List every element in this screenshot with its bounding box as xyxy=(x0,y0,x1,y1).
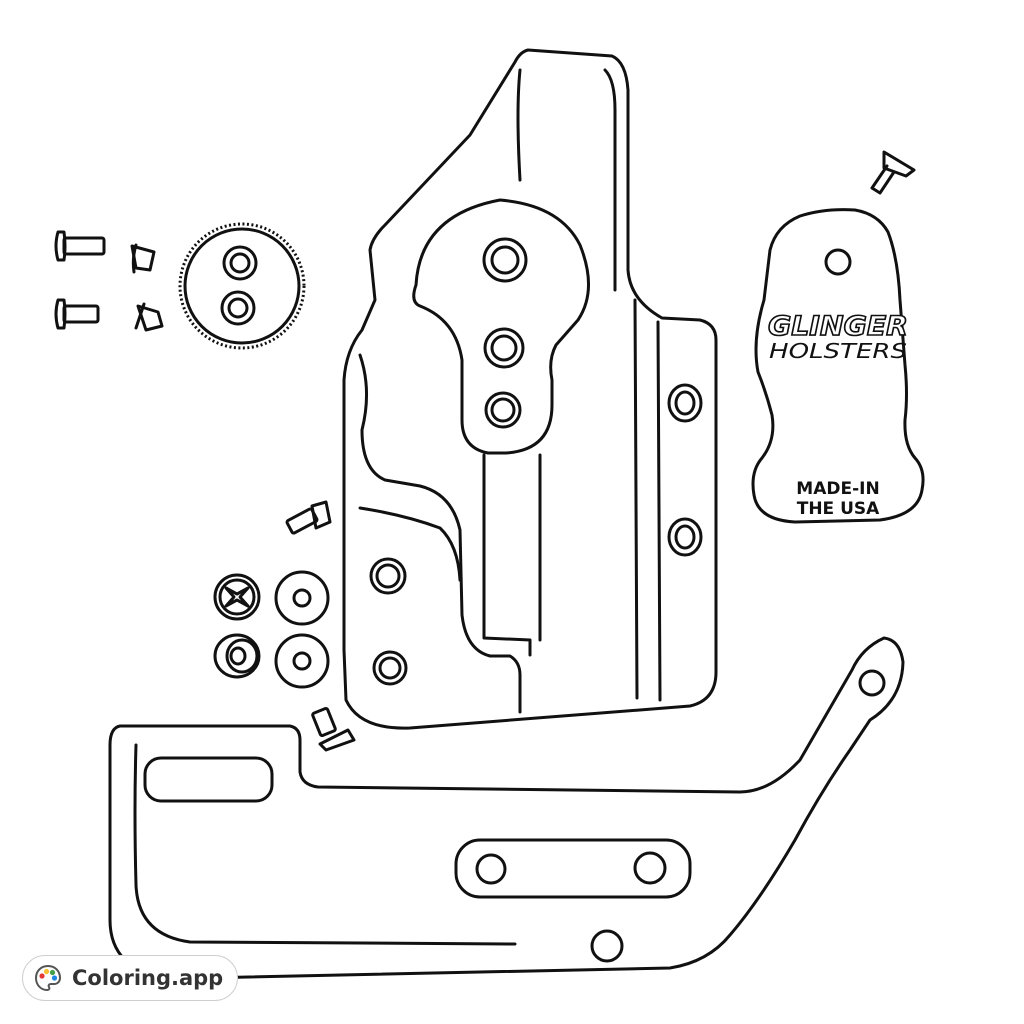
screws-left xyxy=(54,230,164,332)
screws-middle xyxy=(285,500,356,752)
palette-dot-red xyxy=(39,973,45,979)
palette-dot-yellow xyxy=(43,968,50,975)
palette-icon xyxy=(34,964,62,992)
palette-dot-blue xyxy=(51,975,58,981)
brand-tag: GLINGER HOLSTERS MADE-IN THE USA xyxy=(751,208,925,524)
gear-spacer xyxy=(178,222,306,350)
washers-and-nuts xyxy=(213,570,330,689)
screw-upper-right xyxy=(870,150,916,195)
belt-clip xyxy=(108,636,905,980)
watermark-text: Coloring.app xyxy=(72,966,224,990)
made-in-line1: MADE-IN xyxy=(796,479,879,499)
palette-dot-green xyxy=(49,969,56,976)
made-in-line2: THE USA xyxy=(797,499,880,519)
coloring-app-watermark[interactable]: Coloring.app xyxy=(22,955,239,1001)
holster-body xyxy=(342,48,718,730)
brand-name-line1: GLINGER xyxy=(768,311,908,342)
brand-name-line2: HOLSTERS xyxy=(769,339,907,363)
